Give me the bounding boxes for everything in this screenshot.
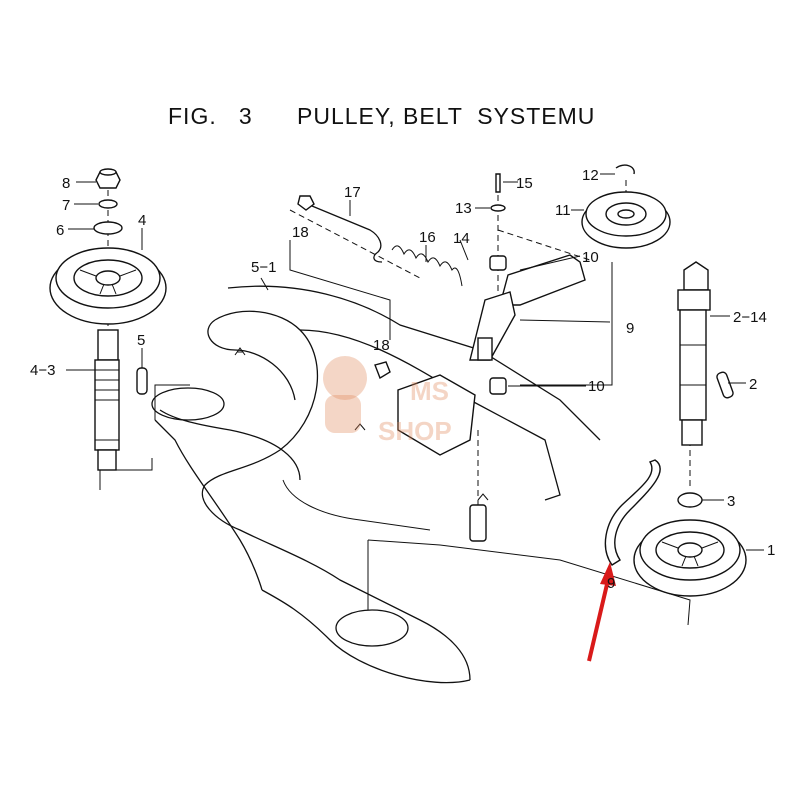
label-part-11: 11	[555, 202, 571, 219]
figure-title: FIG. 3 PULLEY, BELT SYSTEMU	[168, 103, 595, 129]
mount-bracket-icon	[397, 374, 476, 456]
lock-nut-icon	[374, 361, 391, 380]
bolt-icon	[495, 173, 501, 193]
label-part-2: 2	[749, 376, 757, 393]
label-part-4: 4	[138, 212, 146, 229]
label-part-12: 12	[582, 167, 599, 184]
washer-right-icon	[677, 492, 703, 508]
tension-arm-assembly	[297, 173, 586, 542]
shop-watermark: MS SHOP	[323, 356, 452, 446]
spacer-icon	[93, 221, 123, 235]
washer-icon	[98, 199, 118, 209]
label-part-15: 15	[516, 175, 533, 192]
label-part-1: 1	[767, 542, 775, 559]
label-part-3: 3	[727, 493, 735, 510]
watermark-text-1: MS	[410, 376, 449, 406]
label-part-10-bottom: 10	[588, 378, 605, 395]
mascot-body-icon	[325, 395, 361, 433]
pin-icon	[469, 504, 487, 542]
callout-leaders	[66, 173, 764, 551]
shaft-left-icon	[97, 329, 119, 361]
small-washer-icon	[490, 204, 506, 212]
shaft-right-icon	[683, 261, 709, 291]
label-part-2-14: 2−14	[733, 309, 767, 326]
label-part-9-arm: 9	[626, 320, 634, 337]
watermark-text-2: SHOP	[378, 416, 452, 446]
bracket-icon	[499, 254, 586, 306]
label-part-18-mid: 18	[373, 337, 390, 354]
mascot-head-icon	[323, 356, 367, 400]
part-labels: 8 7 6 4 4−3 5 5−1 18 17 16 18 15 13 14 1…	[30, 167, 775, 592]
key-right-icon	[716, 371, 734, 399]
clip-icon	[615, 164, 635, 175]
belt-icon	[604, 459, 661, 566]
label-part-5: 5	[137, 332, 145, 349]
label-part-16: 16	[419, 229, 436, 246]
label-part-17: 17	[344, 184, 361, 201]
right-pulley-assembly	[581, 164, 747, 597]
label-part-4-3: 4−3	[30, 362, 55, 379]
label-part-9-belt: 9	[607, 575, 615, 592]
label-part-13: 13	[455, 200, 472, 217]
key-left-icon	[136, 367, 148, 395]
highlight-arrow-icon	[587, 562, 616, 662]
bushing-top-icon	[489, 255, 507, 271]
label-part-10-top: 10	[582, 249, 599, 266]
label-part-18-top: 18	[292, 224, 309, 241]
bushing-bottom-icon	[489, 377, 507, 395]
spring-icon	[391, 245, 463, 287]
left-pulley-assembly	[49, 168, 167, 471]
label-part-5-1: 5−1	[251, 259, 276, 276]
label-part-8: 8	[62, 175, 70, 192]
spring-nut-icon	[297, 195, 315, 211]
mower-deck	[151, 285, 601, 684]
label-part-6: 6	[56, 222, 64, 239]
label-part-14: 14	[453, 230, 470, 247]
label-part-7: 7	[62, 197, 70, 214]
rod-icon	[311, 205, 383, 263]
